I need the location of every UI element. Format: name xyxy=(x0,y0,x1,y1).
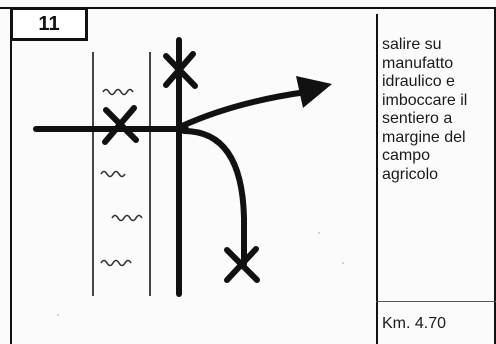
cross-marker-icon xyxy=(102,105,139,145)
water-wave-icon xyxy=(111,214,143,222)
scan-speck xyxy=(57,314,59,316)
column-divider xyxy=(376,14,378,344)
distance-divider xyxy=(376,301,496,302)
route-diagram xyxy=(33,37,332,297)
top-border xyxy=(0,7,496,9)
arrow-route-line xyxy=(179,89,309,129)
water-wave-icon xyxy=(100,170,126,178)
field-path-curve xyxy=(181,128,247,267)
step-instructions: salire su manufatto idraulico e imboccar… xyxy=(382,36,468,183)
arrow-icon xyxy=(296,76,332,108)
left-border xyxy=(10,7,12,344)
right-border xyxy=(494,7,496,344)
water-wave-icon xyxy=(100,259,132,267)
distance-label: Km. 4.70 xyxy=(382,315,447,332)
scan-speck xyxy=(318,232,320,234)
step-number: 11 xyxy=(38,12,60,35)
scan-speck xyxy=(342,262,344,264)
cross-marker-icon xyxy=(163,51,198,89)
cross-marker-icon xyxy=(224,246,260,283)
water-wave-icon xyxy=(102,88,134,96)
